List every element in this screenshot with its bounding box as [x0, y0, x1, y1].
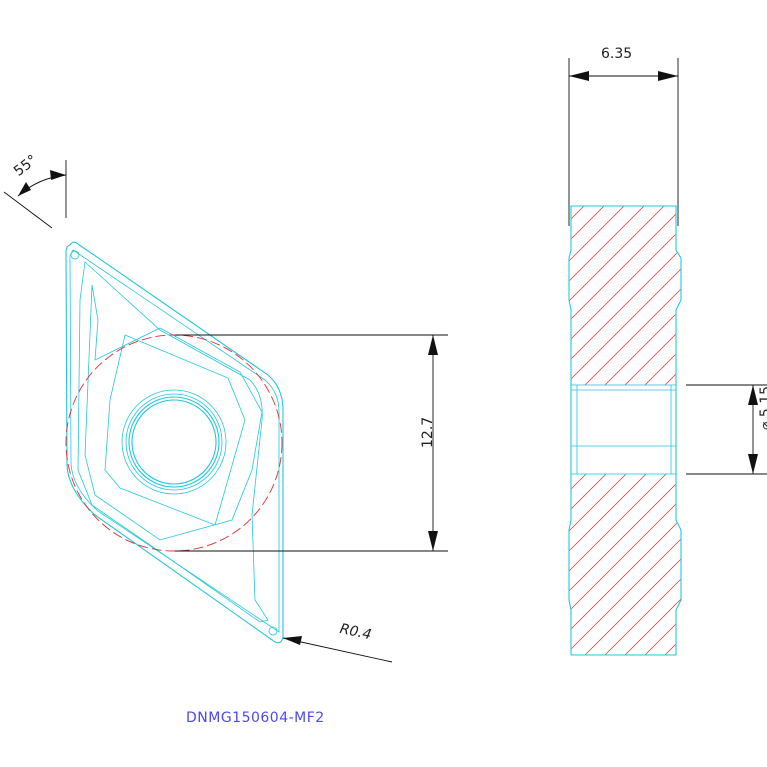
section-hatch-lower: [569, 474, 681, 655]
corner-radius-label: R0.4: [338, 621, 373, 643]
hole-diameter-dimension: ⌀ 5.15: [686, 384, 767, 475]
center-land: [104, 334, 246, 526]
inscribed-circle-dimension: 12.7: [175, 334, 448, 552]
insert-outline-inner: [69, 249, 280, 633]
chip-breaker-outer: [77, 261, 269, 623]
corner-mark-bottom: [268, 626, 278, 636]
part-number-title: DNMG150604-MF2: [186, 710, 325, 726]
inscribed-circle: [65, 334, 283, 552]
angle-dimension: 55°: [3, 152, 67, 229]
chip-breaker-inner: [84, 284, 263, 541]
thickness-dimension: 6.35: [568, 46, 679, 226]
center-hole-outer: [121, 389, 227, 495]
insert-outline: [65, 241, 284, 644]
center-hole-bore: [128, 396, 220, 488]
inscribed-circle-label: 12.7: [420, 417, 436, 448]
angle-label: 55°: [11, 152, 40, 180]
section-outline: [568, 205, 682, 656]
section-hatch-upper: [569, 206, 681, 385]
corner-radius-dimension: R0.4: [282, 621, 393, 663]
insert-top-view: [65, 241, 284, 644]
center-hole-mid: [125, 393, 223, 491]
corner-mark-top: [70, 250, 80, 260]
hole-diameter-label: ⌀ 5.15: [758, 386, 767, 430]
thickness-label: 6.35: [601, 46, 632, 62]
section-hole: [570, 384, 677, 475]
insert-section-view: [568, 205, 682, 656]
center-hole-inner: [131, 399, 217, 485]
